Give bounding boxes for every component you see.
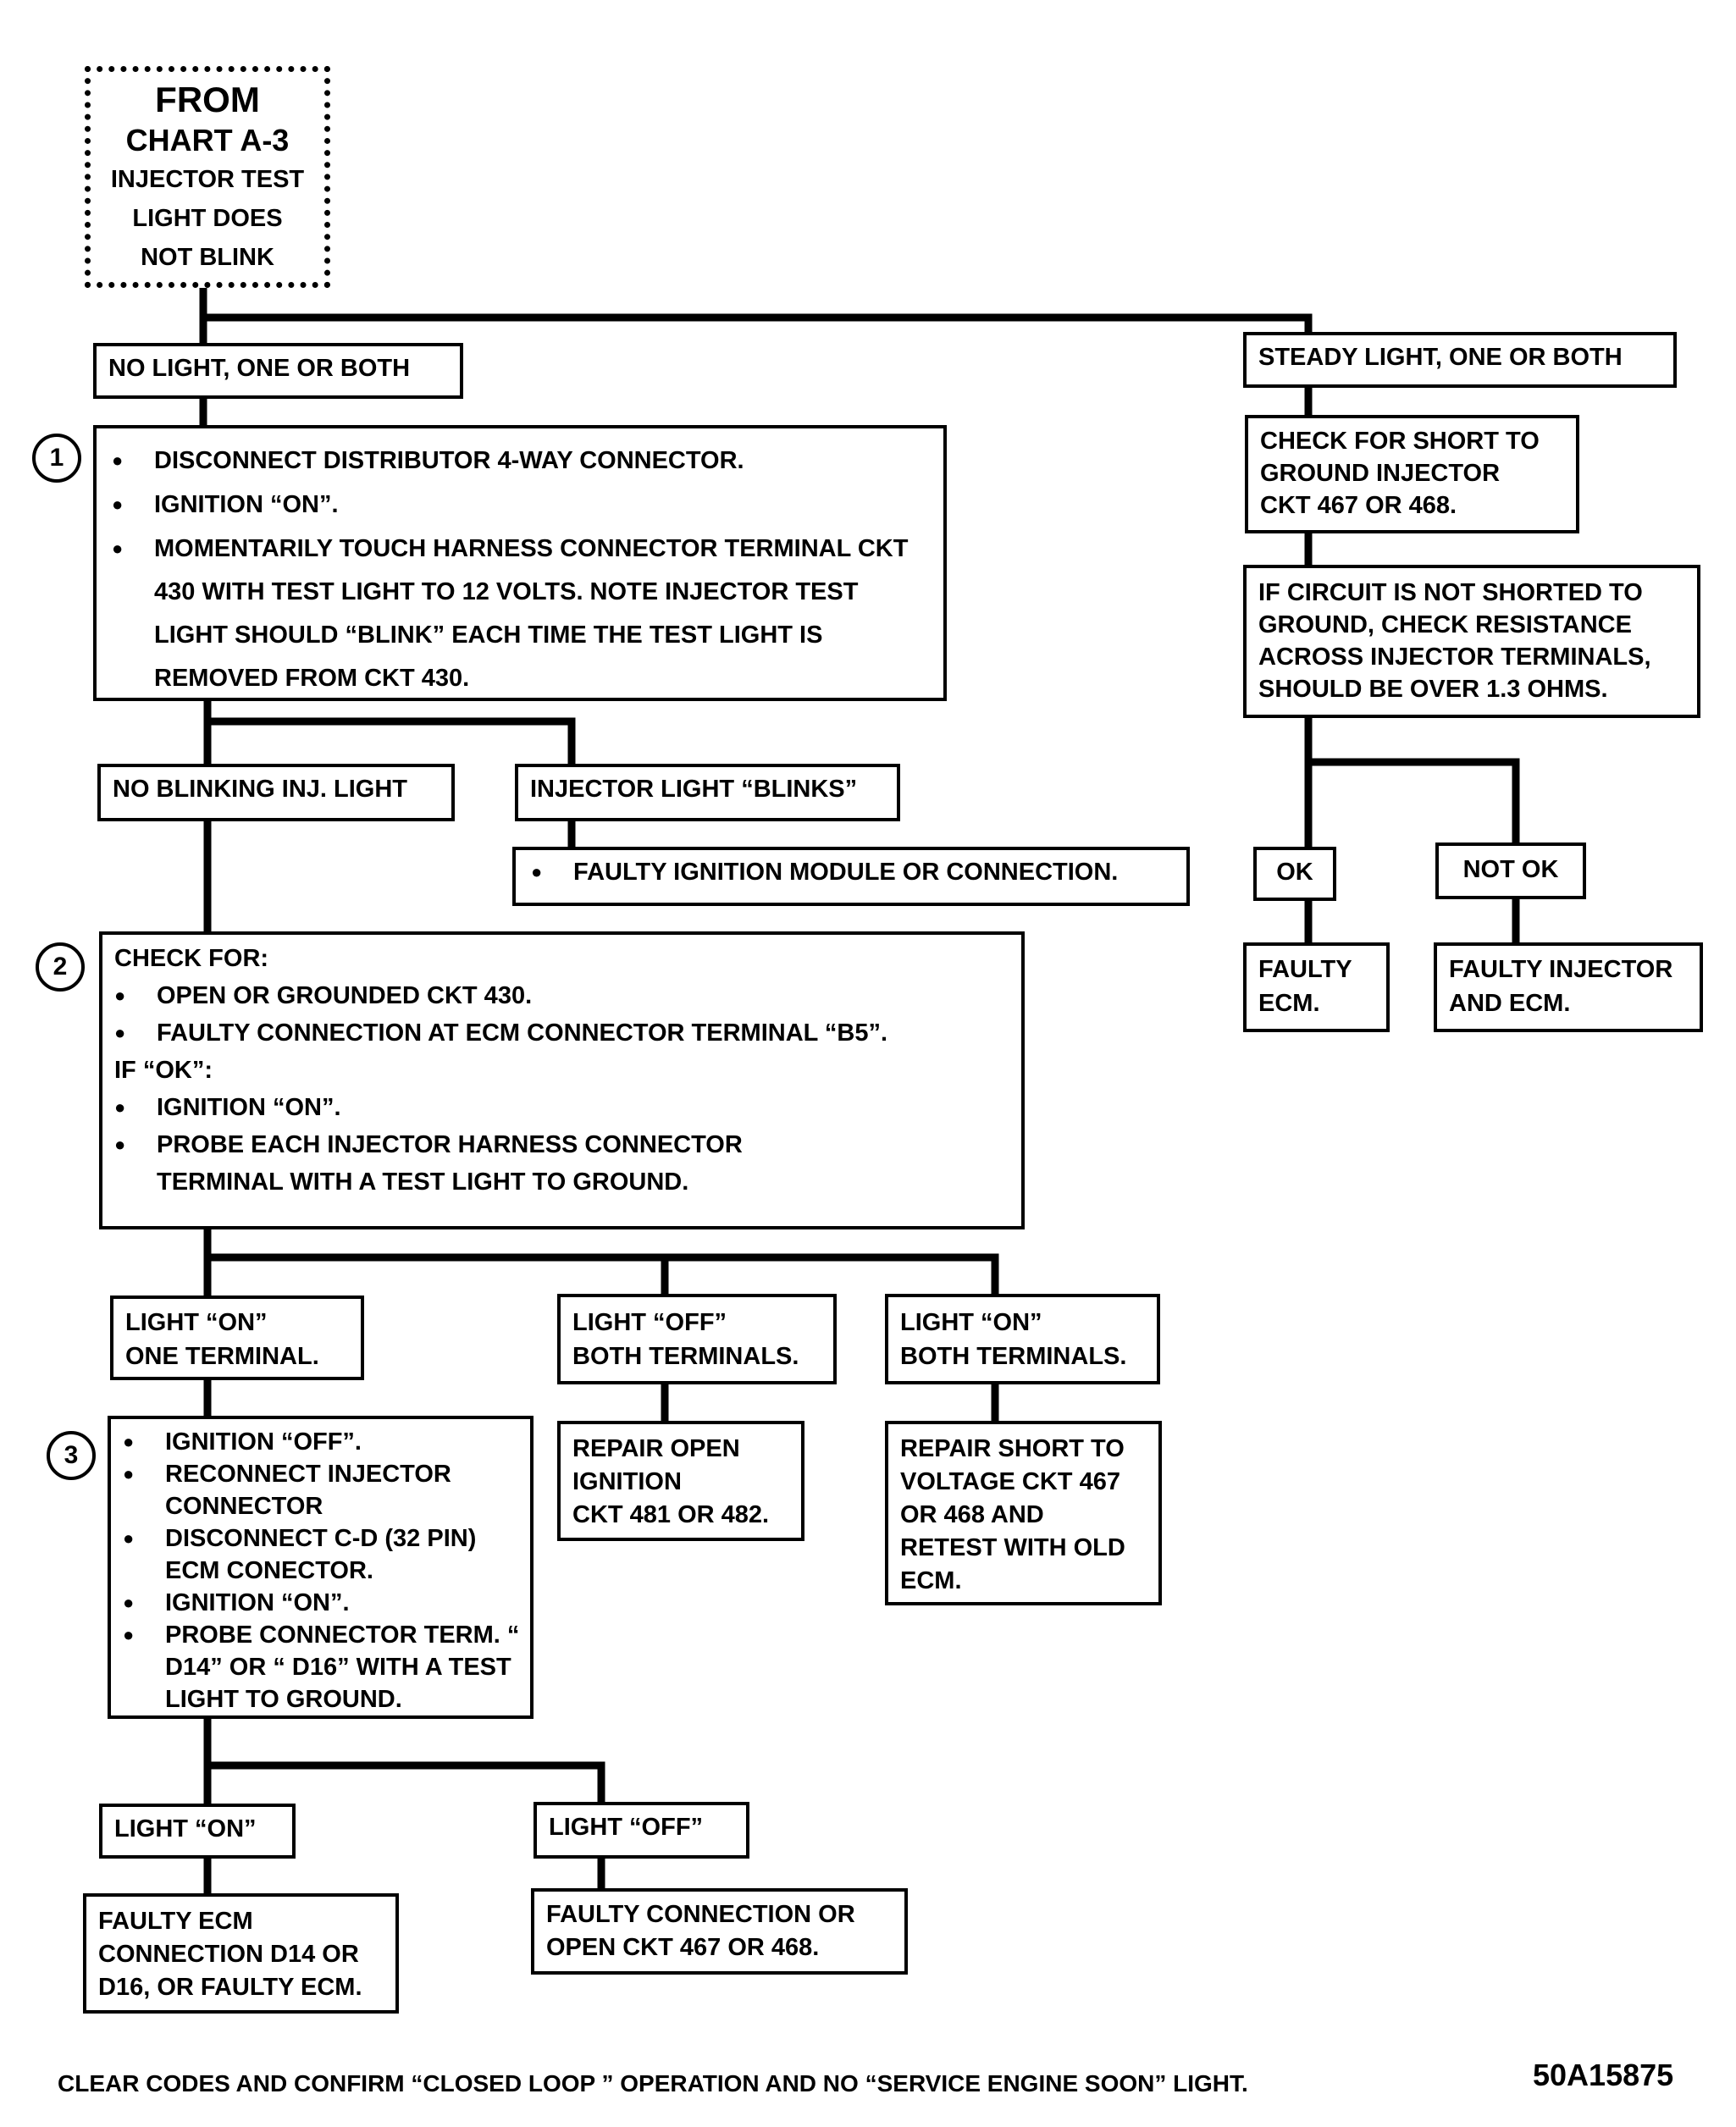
faulty-ecm-conn-line-3: D16, OR FAULTY ECM.	[98, 1974, 362, 2001]
step-2-marker: 2	[36, 942, 85, 992]
light-off-label: LIGHT “OFF”	[549, 1814, 704, 1841]
light-off-both-line-1: LIGHT “OFF”	[572, 1309, 727, 1336]
if-circuit-line-3: ACROSS INJECTOR TERMINALS,	[1258, 644, 1651, 671]
light-on-box: LIGHT “ON”	[99, 1804, 296, 1859]
step-3-item-3: DISCONNECT C-D (32 PIN) ECM CONECTOR.	[123, 1522, 522, 1587]
step-1-item-2: IGNITION “ON”.	[112, 483, 930, 527]
step-2-header: CHECK FOR:	[114, 945, 269, 972]
no-blinking-box: NO BLINKING INJ. LIGHT	[97, 764, 455, 821]
faulty-ecm-connection-box: FAULTY ECM CONNECTION D14 OR D16, OR FAU…	[83, 1893, 399, 2014]
faulty-ignition-label: FAULTY IGNITION MODULE OR CONNECTION.	[531, 855, 1175, 889]
repair-short-line-1: REPAIR SHORT TO	[900, 1435, 1125, 1462]
faulty-connection-open-box: FAULTY CONNECTION OR OPEN CKT 467 OR 468…	[531, 1888, 908, 1975]
step-2-item-a1: OPEN OR GROUNDED CKT 430.	[114, 977, 1009, 1014]
faulty-ecm-conn-line-1: FAULTY ECM	[98, 1908, 253, 1935]
light-off-both-box: LIGHT “OFF” BOTH TERMINALS.	[557, 1294, 837, 1384]
faulty-ecm-line-1: FAULTY	[1258, 956, 1352, 983]
faulty-ignition-box: FAULTY IGNITION MODULE OR CONNECTION.	[512, 847, 1190, 906]
steady-light-box: STEADY LIGHT, ONE OR BOTH	[1243, 332, 1677, 388]
injector-blinks-box: INJECTOR LIGHT “BLINKS”	[515, 764, 900, 821]
step-2-item-a2: FAULTY CONNECTION AT ECM CONNECTOR TERMI…	[114, 1014, 1009, 1052]
step-3-box: IGNITION “OFF”. RECONNECT INJECTOR CONNE…	[108, 1416, 534, 1719]
faulty-ecm-box: FAULTY ECM.	[1243, 942, 1390, 1032]
step-2-item-b1: IGNITION “ON”.	[114, 1089, 1009, 1126]
step-1-box: DISCONNECT DISTRIBUTOR 4-WAY CONNECTOR. …	[93, 425, 947, 701]
check-short-line-3: CKT 467 OR 468.	[1260, 492, 1457, 519]
repair-short-line-4: RETEST WITH OLD	[900, 1534, 1125, 1561]
faulty-injector-ecm-line-2: AND ECM.	[1449, 990, 1571, 1017]
figure-code: 50A15875	[1533, 2058, 1674, 2092]
step-1-item-1: DISCONNECT DISTRIBUTOR 4-WAY CONNECTOR.	[112, 439, 930, 483]
repair-open-box: REPAIR OPEN IGNITION CKT 481 OR 482.	[557, 1421, 804, 1541]
if-circuit-line-4: SHOULD BE OVER 1.3 OHMS.	[1258, 676, 1608, 703]
step-3-item-5: PROBE CONNECTOR TERM. “ D14” OR “ D16” W…	[123, 1619, 522, 1715]
check-short-box: CHECK FOR SHORT TO GROUND INJECTOR CKT 4…	[1245, 415, 1579, 533]
light-on-both-line-1: LIGHT “ON”	[900, 1309, 1042, 1336]
no-light-label: NO LIGHT, ONE OR BOTH	[108, 355, 411, 382]
faulty-ecm-line-2: ECM.	[1258, 990, 1320, 1017]
step-3-item-2: RECONNECT INJECTOR CONNECTOR	[123, 1458, 522, 1522]
ok-box: OK	[1253, 847, 1336, 901]
repair-short-line-5: ECM.	[900, 1567, 962, 1594]
step-3-marker: 3	[47, 1431, 96, 1480]
injector-blinks-label: INJECTOR LIGHT “BLINKS”	[530, 776, 858, 803]
faulty-ecm-conn-line-2: CONNECTION D14 OR	[98, 1941, 359, 1968]
not-ok-box: NOT OK	[1435, 843, 1586, 899]
step-3-item-1: IGNITION “OFF”.	[123, 1426, 522, 1458]
repair-open-line-3: CKT 481 OR 482.	[572, 1501, 770, 1528]
repair-open-line-1: REPAIR OPEN	[572, 1435, 740, 1462]
not-ok-label: NOT OK	[1462, 856, 1559, 883]
faulty-conn-open-line-1: FAULTY CONNECTION OR	[546, 1901, 855, 1928]
start-line-chart: CHART A-3	[125, 123, 290, 157]
light-on-both-line-2: BOTH TERMINALS.	[900, 1343, 1127, 1370]
light-on-label: LIGHT “ON”	[114, 1815, 257, 1842]
footer-note: CLEAR CODES AND CONFIRM “CLOSED LOOP ” O…	[58, 2070, 1248, 2097]
if-circuit-line-1: IF CIRCUIT IS NOT SHORTED TO	[1258, 579, 1643, 606]
light-on-both-box: LIGHT “ON” BOTH TERMINALS.	[885, 1294, 1160, 1384]
steady-light-label: STEADY LIGHT, ONE OR BOTH	[1258, 344, 1623, 371]
check-short-line-2: GROUND INJECTOR	[1260, 460, 1501, 487]
light-on-one-line-2: ONE TERMINAL.	[125, 1343, 319, 1370]
light-on-one-line-1: LIGHT “ON”	[125, 1309, 268, 1336]
faulty-injector-ecm-line-1: FAULTY INJECTOR	[1449, 956, 1673, 983]
start-line-5: NOT BLINK	[141, 244, 274, 271]
step-3-item-4: IGNITION “ON”.	[123, 1587, 522, 1619]
repair-short-line-2: VOLTAGE CKT 467	[900, 1468, 1120, 1495]
start-line-4: LIGHT DOES	[132, 205, 283, 232]
repair-open-line-2: IGNITION	[572, 1468, 682, 1495]
no-light-box: NO LIGHT, ONE OR BOTH	[93, 343, 463, 399]
repair-short-box: REPAIR SHORT TO VOLTAGE CKT 467 OR 468 A…	[885, 1421, 1162, 1605]
if-circuit-box: IF CIRCUIT IS NOT SHORTED TO GROUND, CHE…	[1243, 565, 1700, 718]
step-1-marker: 1	[32, 434, 81, 483]
light-on-one-box: LIGHT “ON” ONE TERMINAL.	[110, 1296, 364, 1380]
start-line-from: FROM	[155, 80, 260, 119]
check-short-line-1: CHECK FOR SHORT TO	[1260, 428, 1540, 455]
start-line-3: INJECTOR TEST	[110, 166, 305, 193]
start-box-from-chart-a3: FROM CHART A-3 INJECTOR TEST LIGHT DOES …	[85, 66, 330, 288]
no-blinking-label: NO BLINKING INJ. LIGHT	[113, 776, 407, 803]
faulty-conn-open-line-2: OPEN CKT 467 OR 468.	[546, 1934, 820, 1961]
if-circuit-line-2: GROUND, CHECK RESISTANCE	[1258, 611, 1632, 638]
ok-label: OK	[1276, 859, 1313, 886]
faulty-injector-ecm-box: FAULTY INJECTOR AND ECM.	[1434, 942, 1703, 1032]
light-off-both-line-2: BOTH TERMINALS.	[572, 1343, 799, 1370]
step-2-if-ok: IF “OK”:	[114, 1057, 213, 1084]
light-off-box: LIGHT “OFF”	[534, 1802, 749, 1859]
step-2-item-b2: PROBE EACH INJECTOR HARNESS CONNECTOR TE…	[114, 1126, 1009, 1201]
step-1-item-3: MOMENTARILY TOUCH HARNESS CONNECTOR TERM…	[112, 527, 930, 700]
repair-short-line-3: OR 468 AND	[900, 1501, 1044, 1528]
step-2-box: CHECK FOR: OPEN OR GROUNDED CKT 430. FAU…	[99, 931, 1025, 1229]
